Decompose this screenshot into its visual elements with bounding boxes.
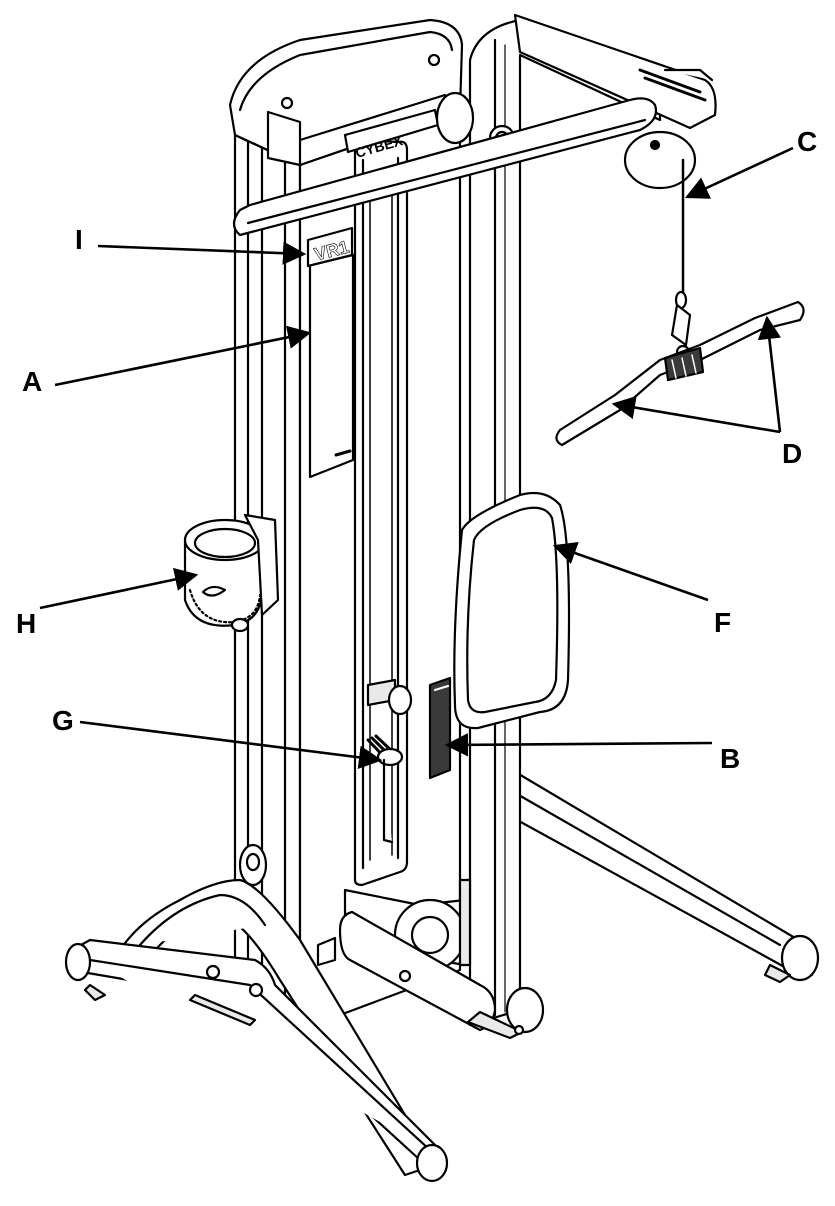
callout-label-i: I bbox=[75, 224, 83, 255]
bottle-holder bbox=[183, 513, 280, 633]
callout-label-h: H bbox=[16, 608, 37, 639]
assist-handle-bar bbox=[232, 97, 658, 237]
right-upright bbox=[338, 13, 717, 1040]
leader-h bbox=[39, 567, 199, 610]
callout-leaders bbox=[39, 146, 794, 769]
callout-label-f: F bbox=[714, 607, 732, 638]
leader-c bbox=[684, 146, 794, 199]
leader-d-1 bbox=[611, 395, 781, 434]
front-leg bbox=[64, 843, 449, 1183]
rear-leg bbox=[506, 768, 820, 984]
leader-b bbox=[444, 733, 713, 757]
callout-label-d: D bbox=[782, 438, 803, 469]
callout-label-a: A bbox=[22, 366, 43, 397]
thigh-pad bbox=[428, 491, 571, 780]
leader-f bbox=[552, 541, 709, 602]
callout-label-c: C bbox=[797, 126, 818, 157]
leader-a bbox=[54, 325, 312, 387]
leader-i bbox=[97, 241, 307, 265]
callout-label-g: G bbox=[52, 705, 74, 736]
leader-g bbox=[79, 720, 383, 769]
cable-attachment bbox=[555, 158, 805, 447]
leader-d-2 bbox=[757, 315, 782, 433]
callout-label-b: B bbox=[720, 743, 741, 774]
